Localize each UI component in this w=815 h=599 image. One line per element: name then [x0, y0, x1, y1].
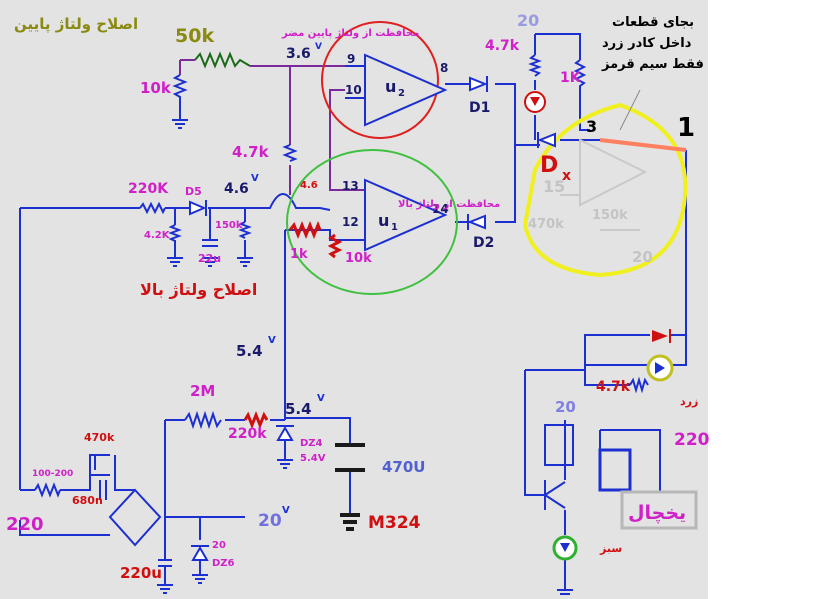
pin-10: 10: [345, 83, 362, 97]
opamp-u1: [364, 178, 448, 252]
label-5-4v-a-unit: V: [268, 335, 276, 346]
white-margin: [708, 0, 815, 599]
label-470u: 470U: [382, 458, 426, 476]
label-4-6v-small: 4.6: [300, 180, 318, 191]
label-1k: 1K: [560, 70, 582, 86]
red-resistors: [243, 220, 343, 430]
label-10k-top: 10k: [140, 79, 172, 97]
opamp-u2: [345, 53, 448, 127]
led-yellow: [646, 354, 674, 382]
label-20v-top: 20: [517, 11, 539, 30]
pointer-arrow: [619, 89, 641, 131]
label-high-voltage-fix: اصلاح ولتاژ بالا: [140, 280, 257, 299]
label-150k: 150k: [215, 220, 243, 231]
label-5-4v-b-unit: V: [317, 393, 325, 404]
pin-9: 9: [347, 52, 355, 66]
label-3: 3: [586, 117, 597, 136]
label-220v-right: 220: [674, 430, 710, 450]
label-4-7k-mid: 4.7k: [232, 143, 270, 161]
relay: [544, 424, 632, 510]
label-20v-relay: 20: [555, 398, 576, 416]
led-green: [552, 535, 578, 561]
pin-12: 12: [342, 215, 359, 229]
label-220u: 220u: [120, 564, 162, 582]
label-u1: u: [378, 211, 389, 230]
label-3-6v-unit: V: [315, 42, 322, 52]
label-u1-sub: 1: [391, 222, 398, 233]
label-5-4v-b: 5.4: [285, 400, 312, 418]
label-1: 1: [677, 113, 695, 143]
label-dx-sub: x: [562, 168, 571, 184]
label-4-6v: 4.6: [224, 181, 249, 197]
ghost-20: 20: [632, 248, 653, 266]
label-dz4: DZ4: [300, 438, 323, 449]
led-red: [524, 91, 546, 113]
label-d1: D1: [469, 100, 490, 116]
label-2m: 2M: [190, 382, 215, 400]
label-protect-low: محافظت از ولتاژ پایین مضر: [281, 28, 419, 39]
label-4-2k: 4.2K: [144, 230, 171, 241]
capacitors: [99, 239, 218, 567]
label-m324: M324: [368, 513, 421, 533]
label-fridge: یخچال: [628, 502, 686, 524]
blue-wires: [19, 33, 687, 590]
label-5-4v-a: 5.4: [236, 342, 263, 360]
label-d2: D2: [473, 235, 494, 251]
note-line-2: داخل کادر زرد: [602, 36, 692, 51]
label-4-7k-relay: 4.7k: [596, 379, 631, 395]
label-50k: 50k: [175, 25, 214, 47]
label-220k-b: 220k: [228, 426, 267, 442]
note-line-3: فقط سیم قرمز: [601, 57, 704, 72]
note-line-1: بجای قطعات: [612, 15, 694, 30]
label-protect-high: محافظت از ولتاژ بالا: [398, 199, 500, 210]
ghost-150k: 150k: [592, 208, 628, 223]
capacitor-470u: [335, 443, 365, 472]
ghost-opamp: [560, 138, 648, 231]
ghost-470k: 470k: [528, 217, 564, 232]
ground-main: [340, 513, 360, 531]
label-4-6v-unit: V: [251, 173, 259, 184]
label-22u: 22u: [198, 252, 221, 265]
ghost-15: 15: [543, 177, 565, 196]
label-u2-sub: 2: [398, 88, 405, 99]
gray-background: [0, 0, 708, 599]
label-220k: 220K: [128, 181, 169, 197]
green-circle-u1: [286, 149, 458, 295]
red-diode: [652, 329, 671, 343]
purple-wires: [179, 59, 365, 195]
label-d5: D5: [185, 185, 202, 198]
label-1k-u1: 1k: [290, 247, 308, 262]
label-green-fa: سبز: [599, 542, 622, 555]
label-3-6v: 3.6: [286, 46, 311, 62]
label-dx: D: [540, 153, 558, 178]
label-20v-out-unit: V: [282, 505, 290, 516]
red-wire: [599, 138, 687, 152]
resistors: [34, 51, 649, 498]
pin-14: 14: [432, 202, 449, 216]
label-dz6-voltage: 20: [212, 540, 226, 551]
label-220v-ac: 220: [6, 514, 44, 535]
yellow-highlight: [522, 102, 688, 278]
diodes: [189, 76, 556, 561]
label-dz6: DZ6: [212, 558, 235, 569]
label-yellow-fa: زرد: [680, 395, 698, 408]
label-4-7k-top: 4.7k: [485, 38, 520, 54]
fridge-box: [620, 490, 698, 530]
label-680n: 680n: [72, 494, 103, 507]
label-470k: 470k: [84, 431, 115, 444]
label-20v-out: 20: [258, 511, 282, 531]
red-circle-u2: [321, 21, 439, 139]
pin-13: 13: [342, 179, 359, 193]
label-100-200: 100-200: [32, 469, 73, 479]
label-dz4-voltage: 5.4V: [300, 453, 326, 464]
ground-symbols: [157, 119, 573, 595]
label-u2: u: [385, 77, 396, 96]
label-10k-u1: 10k: [345, 251, 372, 266]
pin-8: 8: [440, 61, 448, 75]
title-low-voltage-fix: اصلاح ولتاژ پایین: [14, 15, 138, 34]
